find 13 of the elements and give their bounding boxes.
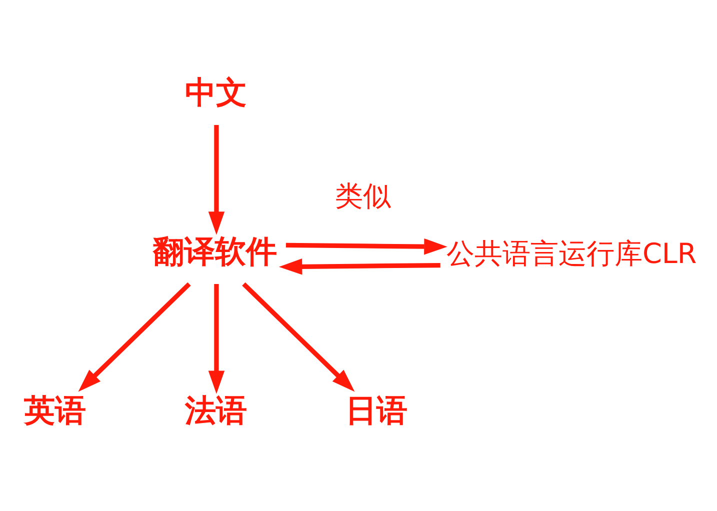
arrow xyxy=(208,124,225,234)
arrow xyxy=(242,282,355,392)
node-text: 法语 xyxy=(184,392,247,429)
node-text: 日语 xyxy=(345,392,408,429)
arrow xyxy=(208,284,225,394)
node-text: 中文 xyxy=(184,74,247,111)
node-text: 翻译软件 xyxy=(153,234,278,270)
node-text: 英语 xyxy=(24,392,86,429)
arrow xyxy=(278,258,440,274)
node-text: 公共语言运行库CLR xyxy=(446,236,697,270)
arrow xyxy=(78,282,191,392)
edge-label: 类似 xyxy=(335,179,392,212)
arrow xyxy=(286,238,448,254)
